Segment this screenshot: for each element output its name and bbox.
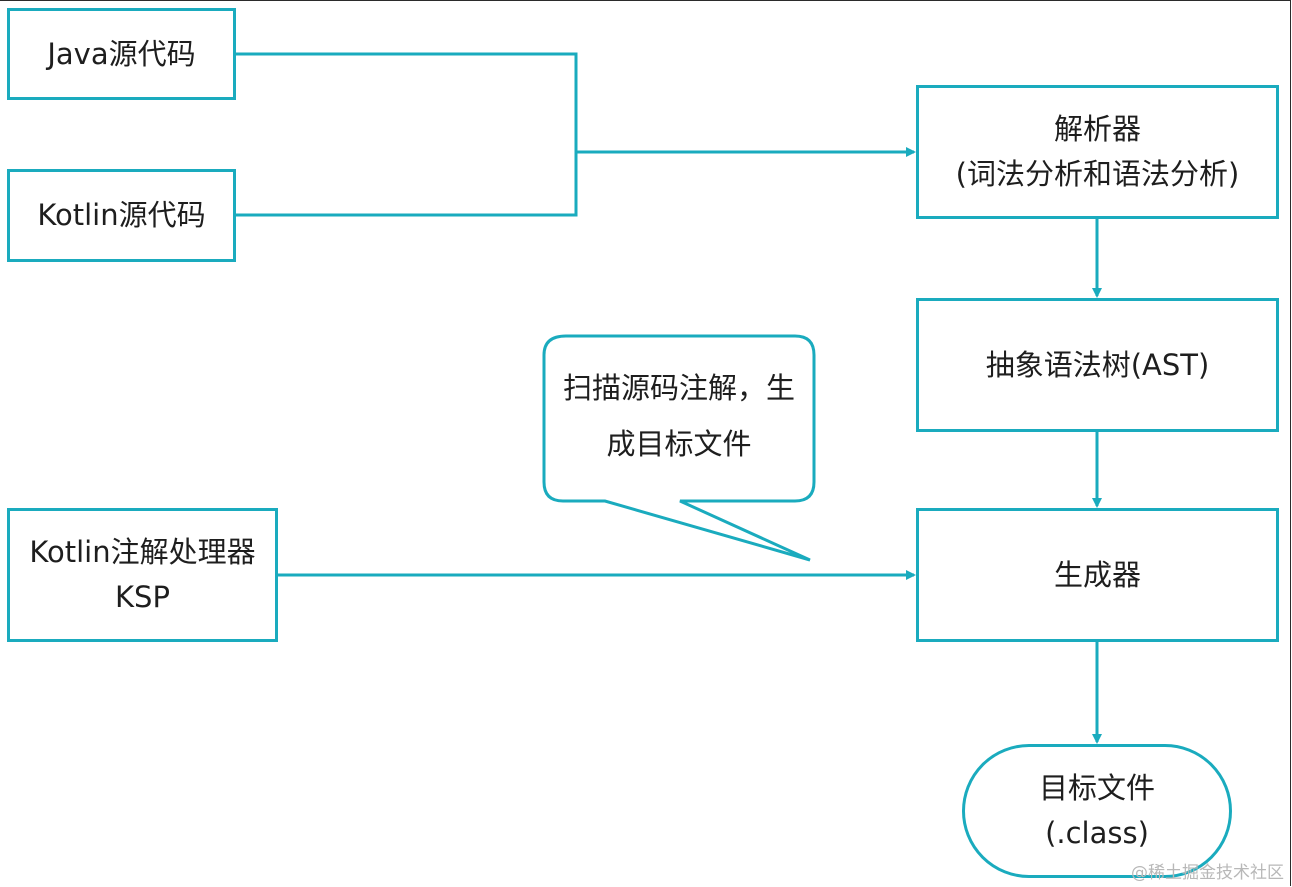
parser-subtitle: (词法分析和语法分析) [955,157,1240,191]
target-file-subtitle: (.class) [1045,816,1149,850]
watermark: @稀土掘金技术社区 [1131,863,1284,883]
kotlin-source-label: Kotlin源代码 [37,198,206,233]
target-file-node: 目标文件 (.class) [962,744,1232,878]
callout-bubble [542,334,816,562]
ksp-node: Kotlin注解处理器 KSP [7,508,278,642]
callout-note: 扫描源码注解，生 成目标文件 [548,360,810,472]
generator-label: 生成器 [1053,557,1141,592]
java-source-node: Java源代码 [7,8,236,100]
ksp-subtitle: KSP [115,580,170,614]
connector-kotlin-to-parser [235,152,578,217]
ast-label: 抽象语法树(AST) [985,347,1210,382]
target-file-title: 目标文件 [1038,771,1155,806]
callout-line-2: 成目标文件 [606,427,752,461]
parser-node: 解析器 (词法分析和语法分析) [916,85,1279,219]
ksp-title: Kotlin注解处理器 [29,535,256,570]
ast-node: 抽象语法树(AST) [916,298,1279,432]
connector-java-to-parser [235,52,578,152]
kotlin-source-node: Kotlin源代码 [7,169,236,262]
java-source-label: Java源代码 [47,36,196,71]
callout-line-1: 扫描源码注解，生 [562,371,795,405]
parser-title: 解析器 [1053,112,1141,147]
generator-node: 生成器 [916,508,1279,642]
